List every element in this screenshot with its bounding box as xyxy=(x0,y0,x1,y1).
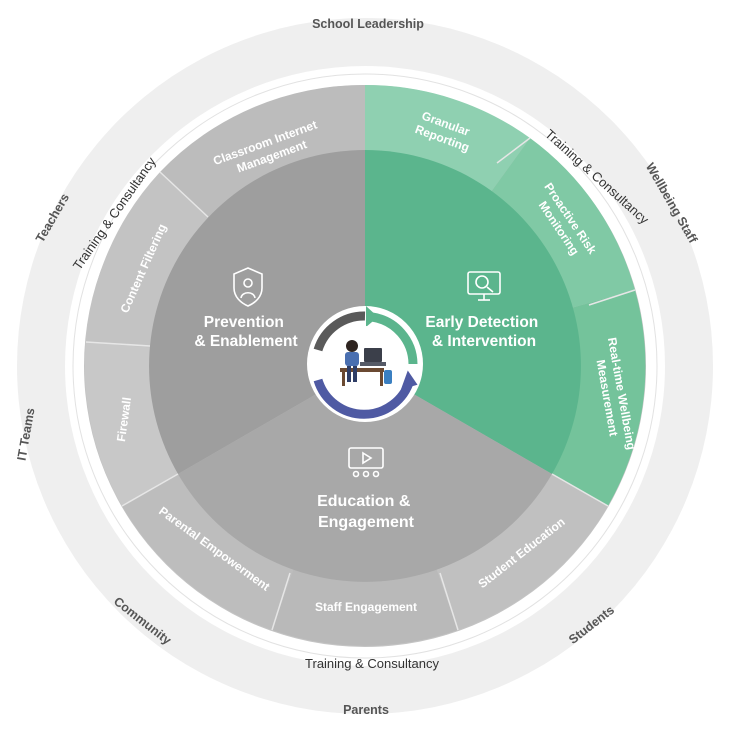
section-title-detection: Early Detection & Intervention xyxy=(425,314,542,350)
center-hub xyxy=(307,306,423,422)
section-detection[interactable] xyxy=(365,150,581,474)
segment-dividers xyxy=(85,137,636,631)
shield-person-icon xyxy=(233,267,263,307)
section-education[interactable] xyxy=(178,366,552,582)
section-title-education: Education & Engagement xyxy=(317,493,415,531)
stakeholder-parents: Parents xyxy=(343,703,389,717)
magnifier-monitor-icon xyxy=(467,271,501,301)
presentation-audience-icon xyxy=(348,447,384,478)
inner-sections xyxy=(149,150,581,582)
student-at-desk-icon xyxy=(340,340,392,386)
training-label-bottom: Training & Consultancy xyxy=(305,656,439,671)
label-staff-engagement: Staff Engagement xyxy=(315,600,417,614)
section-title-prevention: Prevention & Enablement xyxy=(194,314,297,350)
label-firewall: Firewall xyxy=(114,396,134,442)
stakeholder-school-leadership: School Leadership xyxy=(312,17,424,31)
label-granular-reporting: Granular Reporting xyxy=(413,108,476,155)
section-prevention[interactable] xyxy=(149,150,365,474)
